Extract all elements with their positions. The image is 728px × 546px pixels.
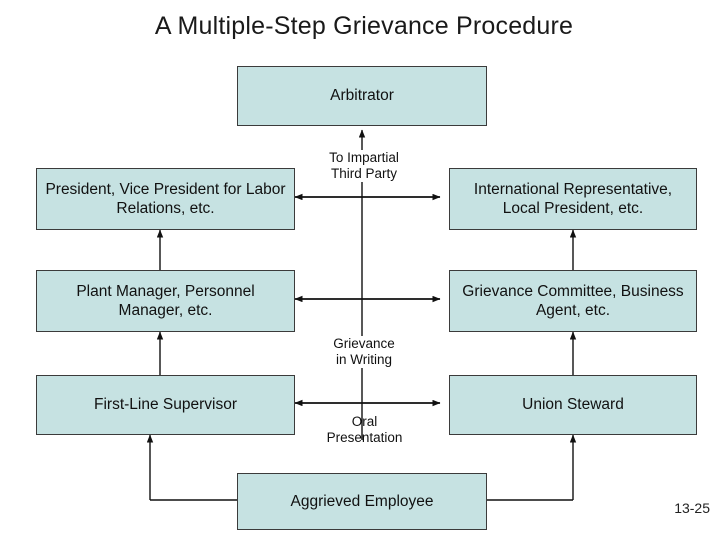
node-aggrieved-employee-label: Aggrieved Employee [290,492,434,510]
node-international-rep-label: International Representative, Local Pres… [473,180,673,217]
edge-label-oral-line1: Oral [351,414,378,429]
node-international-rep[interactable]: International Representative, Local Pres… [449,168,697,230]
edge-label-oral-line2: Presentation [326,430,403,446]
edge-label-grievance-line1: Grievance [333,336,395,351]
edge-label-to-impartial-third-party: To Impartial Third Party [313,150,415,183]
node-grievance-committee-label: Grievance Committee, Business Agent, etc… [462,282,684,319]
node-grievance-committee[interactable]: Grievance Committee, Business Agent, etc… [449,270,697,332]
edge-label-oral-presentation: Oral Presentation [314,414,415,446]
edge-label-grievance-in-writing: Grievance in Writing [318,336,410,369]
node-arbitrator-label: Arbitrator [330,87,394,105]
node-president-vp[interactable]: President, Vice President for Labor Rela… [36,168,295,230]
node-union-steward[interactable]: Union Steward [449,375,697,435]
edge-label-grievance-line2: in Writing [335,352,393,368]
edge-label-to-impartial-line1: To Impartial [329,150,399,165]
node-arbitrator[interactable]: Arbitrator [237,66,487,126]
node-aggrieved-employee[interactable]: Aggrieved Employee [237,473,487,530]
node-first-line-supervisor[interactable]: First-Line Supervisor [36,375,295,435]
node-plant-manager[interactable]: Plant Manager, Personnel Manager, etc. [36,270,295,332]
node-plant-manager-label: Plant Manager, Personnel Manager, etc. [76,282,255,319]
edge-label-to-impartial-line2: Third Party [330,166,398,182]
node-president-vp-label: President, Vice President for Labor Rela… [45,180,286,217]
page-title: A Multiple-Step Grievance Procedure [154,12,574,40]
node-union-steward-label: Union Steward [522,396,624,414]
slide-number: 13-25 [674,500,710,516]
node-first-line-supervisor-label: First-Line Supervisor [94,396,237,414]
